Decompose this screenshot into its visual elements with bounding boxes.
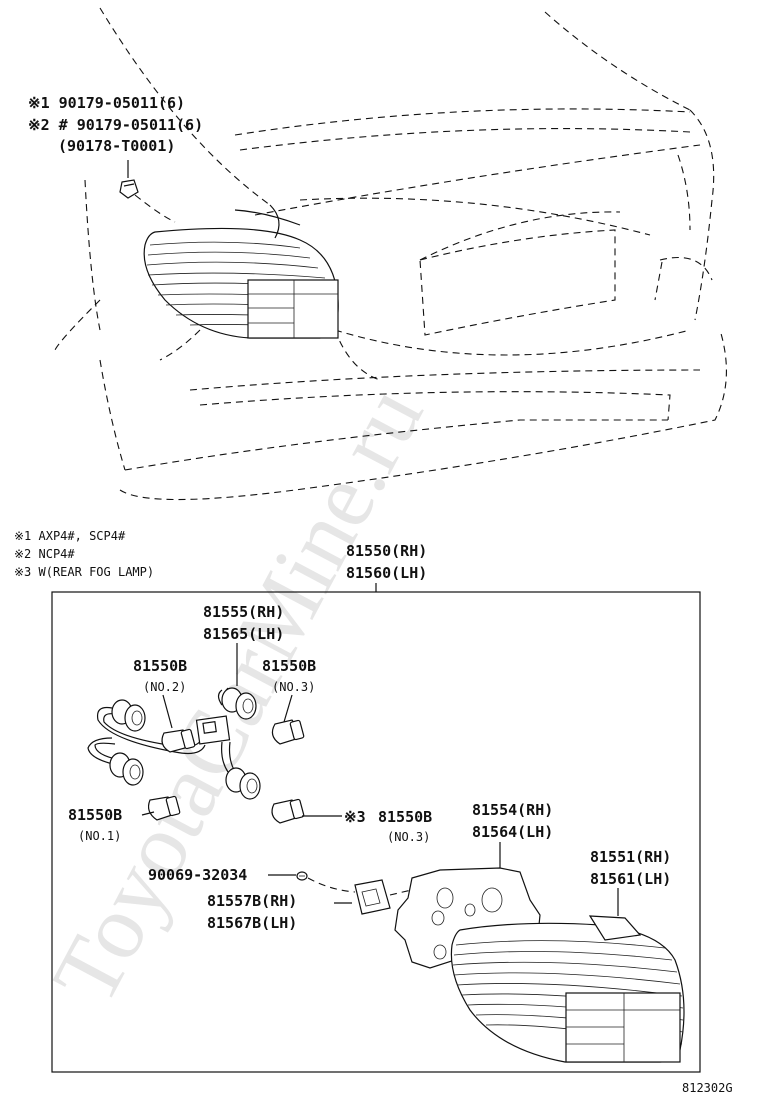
- bulb-no3-top-sub: (NO.3): [272, 680, 315, 694]
- assembly-box: [51, 591, 701, 1073]
- bulb-no2-icon: [161, 728, 196, 753]
- lens-lh-label: 81561(LH): [590, 870, 671, 888]
- bulb-no1-part: 81550B: [68, 806, 122, 824]
- socket-wire-lh-label: 81565(LH): [203, 625, 284, 643]
- note-2: ※2 NCP4#: [14, 547, 75, 561]
- bolt-callout-line1: ※1 90179-05011(6): [28, 94, 185, 112]
- lens-rh-label: 81551(RH): [590, 848, 671, 866]
- assembly-lh-label: 81560(LH): [346, 564, 427, 582]
- cover-rh-label: 81557B(RH): [207, 892, 297, 910]
- tail-lamp-lens: [450, 915, 685, 1063]
- bulb-no3-fog-icon: [271, 798, 305, 824]
- cover-icon: [354, 879, 391, 915]
- bolt-callout-line2: ※2 # 90179-05011(6): [28, 116, 203, 134]
- assembly-rh-label: 81550(RH): [346, 542, 427, 560]
- bolt-callout-line3: (90178-T0001): [58, 137, 175, 155]
- car-rear-illustration: [54, 7, 727, 501]
- bulb-no3-fog-sub: (NO.3): [387, 830, 430, 844]
- screw-part-label: 90069-32034: [148, 866, 247, 884]
- bulb-no3-fog-prefix: ※3: [344, 808, 366, 826]
- bulb-no3-top-icon: [271, 719, 305, 745]
- bulb-no1-sub: (NO.1): [78, 829, 121, 843]
- note-3: ※3 W(REAR FOG LAMP): [14, 565, 154, 579]
- gasket-lh-label: 81564(LH): [472, 823, 553, 841]
- bulb-no3-top-part: 81550B: [262, 657, 316, 675]
- note-1: ※1 AXP4#, SCP4#: [14, 529, 126, 543]
- gasket-rh-label: 81554(RH): [472, 801, 553, 819]
- installed-tail-lamp: [143, 204, 339, 339]
- socket-wire-harness: [87, 687, 261, 800]
- figure-id: 812302G: [682, 1081, 733, 1095]
- bulb-no3-fog-part: 81550B: [378, 808, 432, 826]
- cover-lh-label: 81567B(LH): [207, 914, 297, 932]
- bolt-icon: [119, 179, 139, 199]
- bulb-no2-part: 81550B: [133, 657, 187, 675]
- socket-wire-rh-label: 81555(RH): [203, 603, 284, 621]
- bulb-no2-sub: (NO.2): [143, 680, 186, 694]
- bulb-no1-icon: [147, 795, 181, 821]
- screw-icon: [296, 871, 308, 881]
